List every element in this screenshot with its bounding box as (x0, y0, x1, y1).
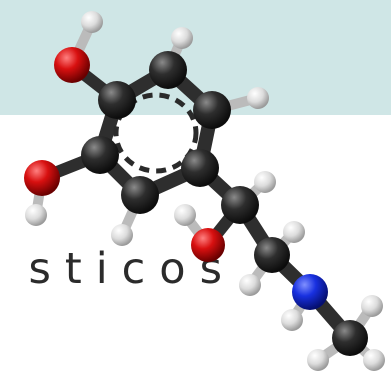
atoms (24, 11, 385, 371)
carbon-atom (193, 91, 231, 129)
hydrogen-atom (283, 221, 305, 243)
hydrogen-atom (281, 309, 303, 331)
hydrogen-atom (361, 295, 383, 317)
hydrogen-atom (111, 224, 133, 246)
carbon-atom (221, 186, 259, 224)
aromatic-ring-marker (113, 92, 199, 174)
carbon-atom (254, 237, 290, 273)
oxygen-atom (191, 228, 225, 262)
hydrogen-atom (254, 171, 276, 193)
carbon-atom (121, 176, 159, 214)
oxygen-atom (54, 47, 90, 83)
carbon-atom (149, 51, 187, 89)
carbon-atom (332, 320, 368, 356)
caption-word: sticos (28, 244, 236, 294)
carbon-atom (98, 81, 136, 119)
carbon-atom (181, 149, 219, 187)
hydrogen-atom (247, 87, 269, 109)
hydrogen-atom (174, 204, 196, 226)
hydrogen-atom (239, 274, 261, 296)
hydrogen-atom (81, 11, 103, 33)
nitrogen-atom (292, 274, 328, 310)
hydrogen-atom (363, 349, 385, 371)
hydrogen-atom (171, 27, 193, 49)
oxygen-atom (24, 160, 60, 196)
hydrogen-atom (307, 349, 329, 371)
background-caption-text: sticos (0, 234, 236, 304)
carbon-atom (81, 136, 119, 174)
hydrogen-atom (25, 204, 47, 226)
